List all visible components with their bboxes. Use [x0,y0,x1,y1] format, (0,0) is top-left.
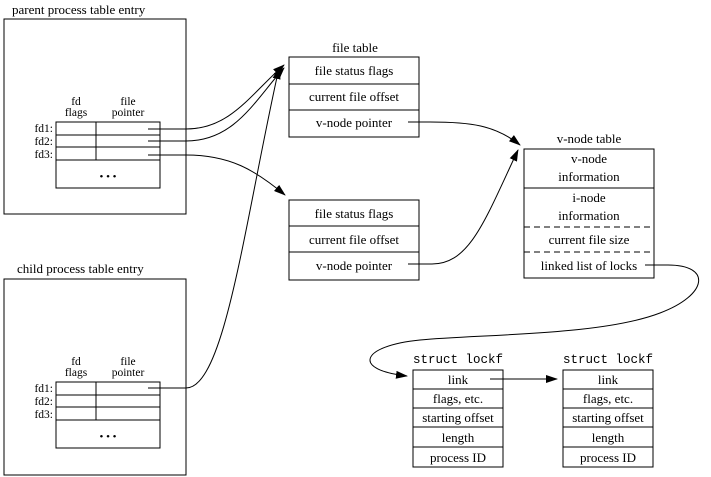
child-process-box [3,278,187,476]
vnode-info-line1: v-node [571,151,607,166]
child-fd3-label: fd3: [34,409,53,421]
vnode-pointer-1: v-node pointer [316,115,393,130]
parent-ellipsis: • • • [99,171,116,183]
child-col-pointer: pointer [112,367,145,379]
lockf1-flags: flags, etc. [433,391,483,406]
inode-info-line1: i-node [572,190,605,205]
arrow-parent-fd3-to-file-entry-2 [148,154,286,196]
parent-fd-table: fd1: fd2: fd3: • • • [34,121,161,189]
file-table-title: file table [332,40,378,55]
file-table-entry-1: file status flags current file offset v-… [288,56,420,138]
parent-col-flags: flags [65,107,88,119]
child-col-file: file [120,356,135,368]
child-fd-table: fd1: fd2: fd3: • • • [34,381,161,449]
lockf1-process-id: process ID [430,450,486,465]
lockf1-link: link [448,372,469,387]
child-fd2-label: fd2: [34,396,53,408]
lockf2-process-id: process ID [580,450,636,465]
child-fd1-label: fd1: [34,383,53,395]
lockf1-title: struct lockf [413,353,503,367]
file-status-flags-2: file status flags [315,206,394,221]
current-file-offset-2: current file offset [309,232,399,247]
lockf-struct-2: link flags, etc. starting offset length … [562,369,654,468]
child-col-fd: fd [71,356,81,368]
lockf1-starting-offset: starting offset [422,410,494,425]
vnode-table-title: v-node table [557,131,622,146]
parent-process-entry: parent process table entry fd flags file… [3,2,187,215]
linked-list-of-locks: linked list of locks [541,258,637,273]
arrow-locks-to-lockf-1 [369,264,699,379]
arrow-file-entry-1-to-vnode [408,121,521,146]
lockf2-flags: flags, etc. [583,391,633,406]
arrow-parent-fd1-to-file-entry-1 [148,64,285,130]
current-file-offset-1: current file offset [309,89,399,104]
lockf2-title: struct lockf [563,353,653,367]
lockf1-length: length [442,430,475,445]
file-status-flags-1: file status flags [315,63,394,78]
inode-info-line2: information [558,208,620,223]
child-process-entry: child process table entry fd flags file … [3,261,187,476]
arrow-parent-fd2-to-file-entry-1 [148,67,285,142]
lockf-struct-1: link flags, etc. starting offset length … [412,369,504,468]
parent-process-title: parent process table entry [12,2,146,17]
vnode-table: v-node information i-node information cu… [523,148,655,279]
child-fd-table-frame [55,381,161,449]
parent-col-file: file [120,96,135,108]
vnode-info-line2: information [558,169,620,184]
parent-col-fd: fd [71,96,81,108]
current-file-size: current file size [549,232,630,247]
file-table-entry-2: file status flags current file offset v-… [288,199,420,281]
child-col-flags: flags [65,367,88,379]
arrow-child-fd1-to-file-entry-1 [148,67,281,389]
parent-fd3-label: fd3: [34,149,53,161]
lockf2-link: link [598,372,619,387]
parent-col-pointer: pointer [112,107,145,119]
vnode-pointer-2: v-node pointer [316,258,393,273]
arrow-file-entry-2-to-vnode [408,149,519,265]
parent-fd2-label: fd2: [34,136,53,148]
parent-fd1-label: fd1: [34,123,53,135]
child-process-title: child process table entry [17,261,144,276]
child-ellipsis: • • • [99,431,116,443]
parent-process-box [3,18,187,215]
lockf2-starting-offset: starting offset [572,410,644,425]
lockf2-length: length [592,430,625,445]
connector-arrows [148,64,699,389]
